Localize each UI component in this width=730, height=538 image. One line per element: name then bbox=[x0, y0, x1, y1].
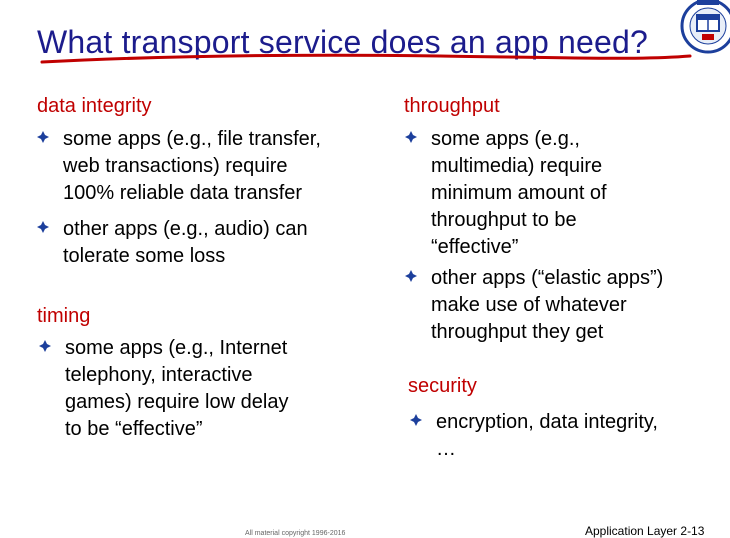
bullet-item: other apps (“elastic apps”) make use of … bbox=[405, 265, 720, 349]
bullet-text: some apps (e.g., multimedia) require min… bbox=[431, 128, 607, 258]
title-underline bbox=[40, 53, 692, 64]
bullet-text: some apps (e.g., file transfer, web tran… bbox=[63, 128, 321, 204]
diamond-bullet-icon bbox=[405, 270, 417, 282]
heading-throughput: throughput bbox=[404, 95, 500, 117]
bullet-text: encryption, data integrity, … bbox=[436, 411, 658, 460]
bullet-item: some apps (e.g., Internet telephony, int… bbox=[39, 335, 379, 445]
bullet-item: some apps (e.g., file transfer, web tran… bbox=[37, 126, 377, 211]
heading-security: security bbox=[408, 375, 477, 397]
bullet-text: other apps (“elastic apps”) make use of … bbox=[431, 267, 664, 343]
bullet-item: encryption, data integrity, … bbox=[410, 409, 710, 467]
heading-data-integrity: data integrity bbox=[37, 95, 152, 117]
footer-page-label: Application Layer 2-13 bbox=[585, 524, 705, 538]
bullet-text: some apps (e.g., Internet telephony, int… bbox=[65, 337, 289, 440]
diamond-bullet-icon bbox=[405, 131, 417, 143]
diamond-bullet-icon bbox=[37, 221, 49, 233]
diamond-bullet-icon bbox=[39, 340, 51, 352]
diamond-bullet-icon bbox=[410, 414, 422, 426]
bullet-item: other apps (e.g., audio) can tolerate so… bbox=[37, 216, 377, 272]
footer-copyright: All material copyright 1996-2016 bbox=[245, 530, 346, 537]
heading-timing: timing bbox=[37, 305, 91, 327]
diamond-bullet-icon bbox=[37, 131, 49, 143]
bullet-text: other apps (e.g., audio) can tolerate so… bbox=[63, 218, 308, 267]
university-logo-icon bbox=[680, 0, 730, 61]
bullet-item: some apps (e.g., multimedia) require min… bbox=[405, 126, 715, 264]
